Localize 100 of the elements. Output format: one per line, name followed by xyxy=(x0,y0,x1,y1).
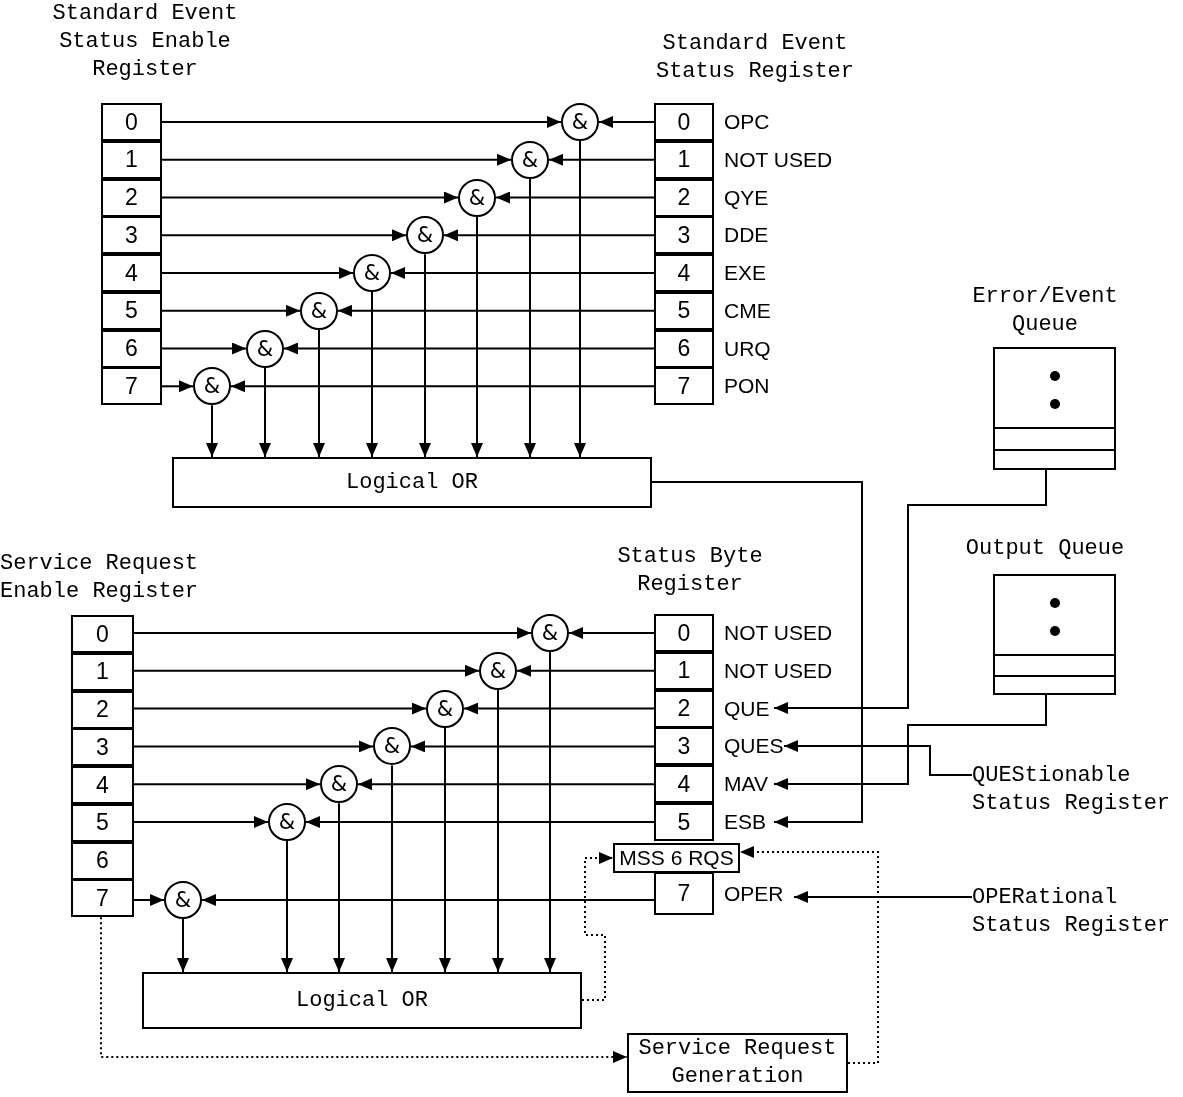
arrow xyxy=(773,694,1047,790)
arrow xyxy=(133,894,165,906)
and-gate: & xyxy=(479,651,517,690)
register-cell: 4 xyxy=(101,254,162,292)
register-title: Service Request Enable Register xyxy=(0,550,200,606)
register-cell: 0 xyxy=(71,615,134,653)
register-cell: 7 xyxy=(654,872,714,915)
arrow xyxy=(651,481,863,828)
arrow xyxy=(333,802,345,973)
register-cell: 4 xyxy=(71,766,134,804)
arrow xyxy=(357,778,655,791)
register-cell: 6 xyxy=(101,329,162,368)
register-cell: 5 xyxy=(654,291,714,330)
bit-label: DDE xyxy=(724,223,769,248)
arrow xyxy=(773,469,1047,714)
and-gate: & xyxy=(268,803,306,841)
arrow xyxy=(281,840,293,973)
arrow xyxy=(161,191,459,204)
and-gate: & xyxy=(458,178,496,217)
bit-label: MAV xyxy=(724,772,768,797)
and-gate: & xyxy=(164,881,202,919)
arrow xyxy=(201,894,655,906)
register-cell: 3 xyxy=(71,728,134,767)
arrow xyxy=(524,177,536,458)
arrow xyxy=(161,116,562,128)
arrow xyxy=(410,740,655,753)
arrow xyxy=(793,891,973,903)
and-gate: & xyxy=(193,367,231,406)
arrow xyxy=(161,342,247,355)
bit-label: NOT USED xyxy=(724,621,833,645)
logic-box: Logical OR xyxy=(142,972,582,1029)
register-cell: 0 xyxy=(654,103,714,141)
arrow xyxy=(133,627,532,639)
arrow xyxy=(133,702,427,715)
arrow xyxy=(443,229,655,242)
arrow xyxy=(133,664,480,677)
arrow xyxy=(161,229,407,242)
register-cell: 3 xyxy=(101,216,162,255)
bit-label: QUE xyxy=(724,696,770,721)
register-cell: 4 xyxy=(654,765,714,804)
bit-label: URQ xyxy=(724,336,771,361)
status-box: MSS 6 RQS xyxy=(613,843,740,873)
arrow xyxy=(133,740,374,753)
arrow xyxy=(471,215,483,458)
bit-label: OPC xyxy=(724,110,770,134)
register-title: Standard Event Status Register xyxy=(654,30,855,86)
bit-label: PON xyxy=(724,374,770,399)
register-label: QUEStionable Status Register xyxy=(972,762,1182,818)
arrow xyxy=(206,404,218,458)
bit-label: OPER xyxy=(724,881,784,906)
register-cell: 2 xyxy=(654,178,714,217)
arrow xyxy=(230,380,655,393)
register-cell: 2 xyxy=(654,689,714,728)
and-gate: & xyxy=(353,254,391,292)
arrow xyxy=(548,153,655,166)
and-gate: & xyxy=(373,727,411,766)
dotted-arrow xyxy=(581,852,614,1001)
arrow xyxy=(568,627,655,639)
and-gate: & xyxy=(300,291,338,330)
and-gate: & xyxy=(320,765,358,804)
and-gate: & xyxy=(531,614,569,652)
bit-label: QYE xyxy=(724,185,769,210)
register-cell: 6 xyxy=(71,841,134,880)
register-cell: 7 xyxy=(654,367,714,406)
arrow xyxy=(305,816,655,828)
arrow xyxy=(386,764,398,973)
arrow xyxy=(492,688,504,973)
register-cell: 7 xyxy=(101,367,162,406)
arrow xyxy=(419,253,431,458)
register-title: Status Byte Register xyxy=(616,543,764,599)
arrow xyxy=(161,267,354,279)
arrow xyxy=(177,918,189,973)
bit-label: CME xyxy=(724,298,771,323)
arrow xyxy=(783,740,973,776)
register-cell: 2 xyxy=(71,690,134,729)
bit-label: NOT USED xyxy=(724,147,833,172)
arrow xyxy=(313,328,325,458)
register-cell: 2 xyxy=(101,178,162,217)
register-cell: 3 xyxy=(654,216,714,255)
and-gate: & xyxy=(406,216,444,255)
queue-title: Output Queue xyxy=(964,535,1126,563)
arrow xyxy=(337,304,655,317)
arrow xyxy=(133,778,321,791)
and-gate: & xyxy=(426,689,464,728)
arrow xyxy=(516,664,655,677)
arrow xyxy=(283,342,655,355)
arrow xyxy=(463,702,655,715)
arrow xyxy=(366,291,378,458)
arrow xyxy=(439,726,451,973)
and-gate: & xyxy=(511,140,549,179)
arrow xyxy=(598,116,655,128)
and-gate: & xyxy=(561,103,599,141)
register-title: Standard Event Status Enable Register xyxy=(51,0,239,84)
arrow xyxy=(161,153,512,166)
arrow xyxy=(161,380,194,393)
register-cell: 1 xyxy=(654,140,714,179)
queue-title: Error/Event Queue xyxy=(971,283,1119,339)
arrow xyxy=(259,366,271,458)
dotted-arrow xyxy=(100,916,628,1063)
register-cell: 7 xyxy=(71,879,134,918)
